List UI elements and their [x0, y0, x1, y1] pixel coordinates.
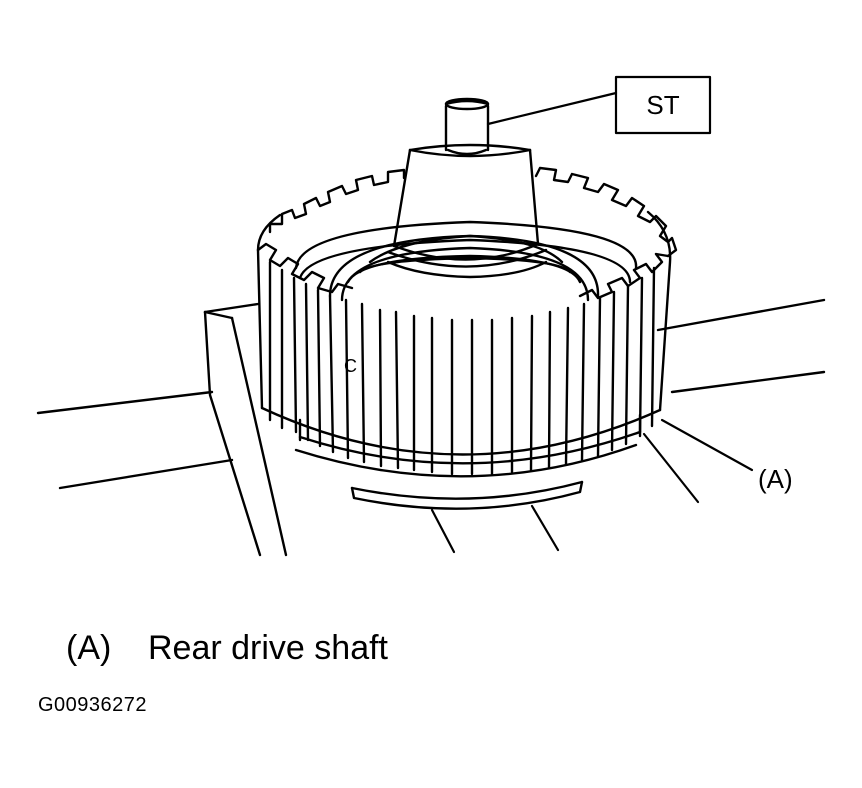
figure-id: G00936272 — [38, 694, 148, 716]
legend-key: (A) — [66, 629, 112, 667]
legend-text: Rear drive shaft — [148, 629, 388, 667]
drum-grooves — [268, 260, 656, 476]
st-callout-box — [614, 75, 712, 135]
hub-rings — [328, 234, 600, 302]
workbench — [36, 298, 826, 557]
st-leader-line — [486, 91, 618, 126]
st-callout: ST — [614, 75, 712, 135]
rear-drive-shaft-illustration: C ST (A) — [36, 75, 826, 557]
special-tool-st — [386, 97, 548, 268]
spline-rim — [256, 166, 678, 300]
legend: (A) Rear drive shaft — [66, 628, 388, 668]
drum-body — [256, 210, 672, 510]
part-mark: C — [344, 356, 357, 376]
a-leader-line — [660, 418, 754, 472]
st-callout-label: ST — [646, 90, 679, 120]
a-callout-label: (A) — [758, 464, 793, 494]
a-leader-line-4 — [530, 504, 560, 552]
a-leader-line-3 — [430, 508, 456, 554]
leader-lines — [430, 91, 754, 554]
a-leader-line-2 — [642, 432, 700, 504]
